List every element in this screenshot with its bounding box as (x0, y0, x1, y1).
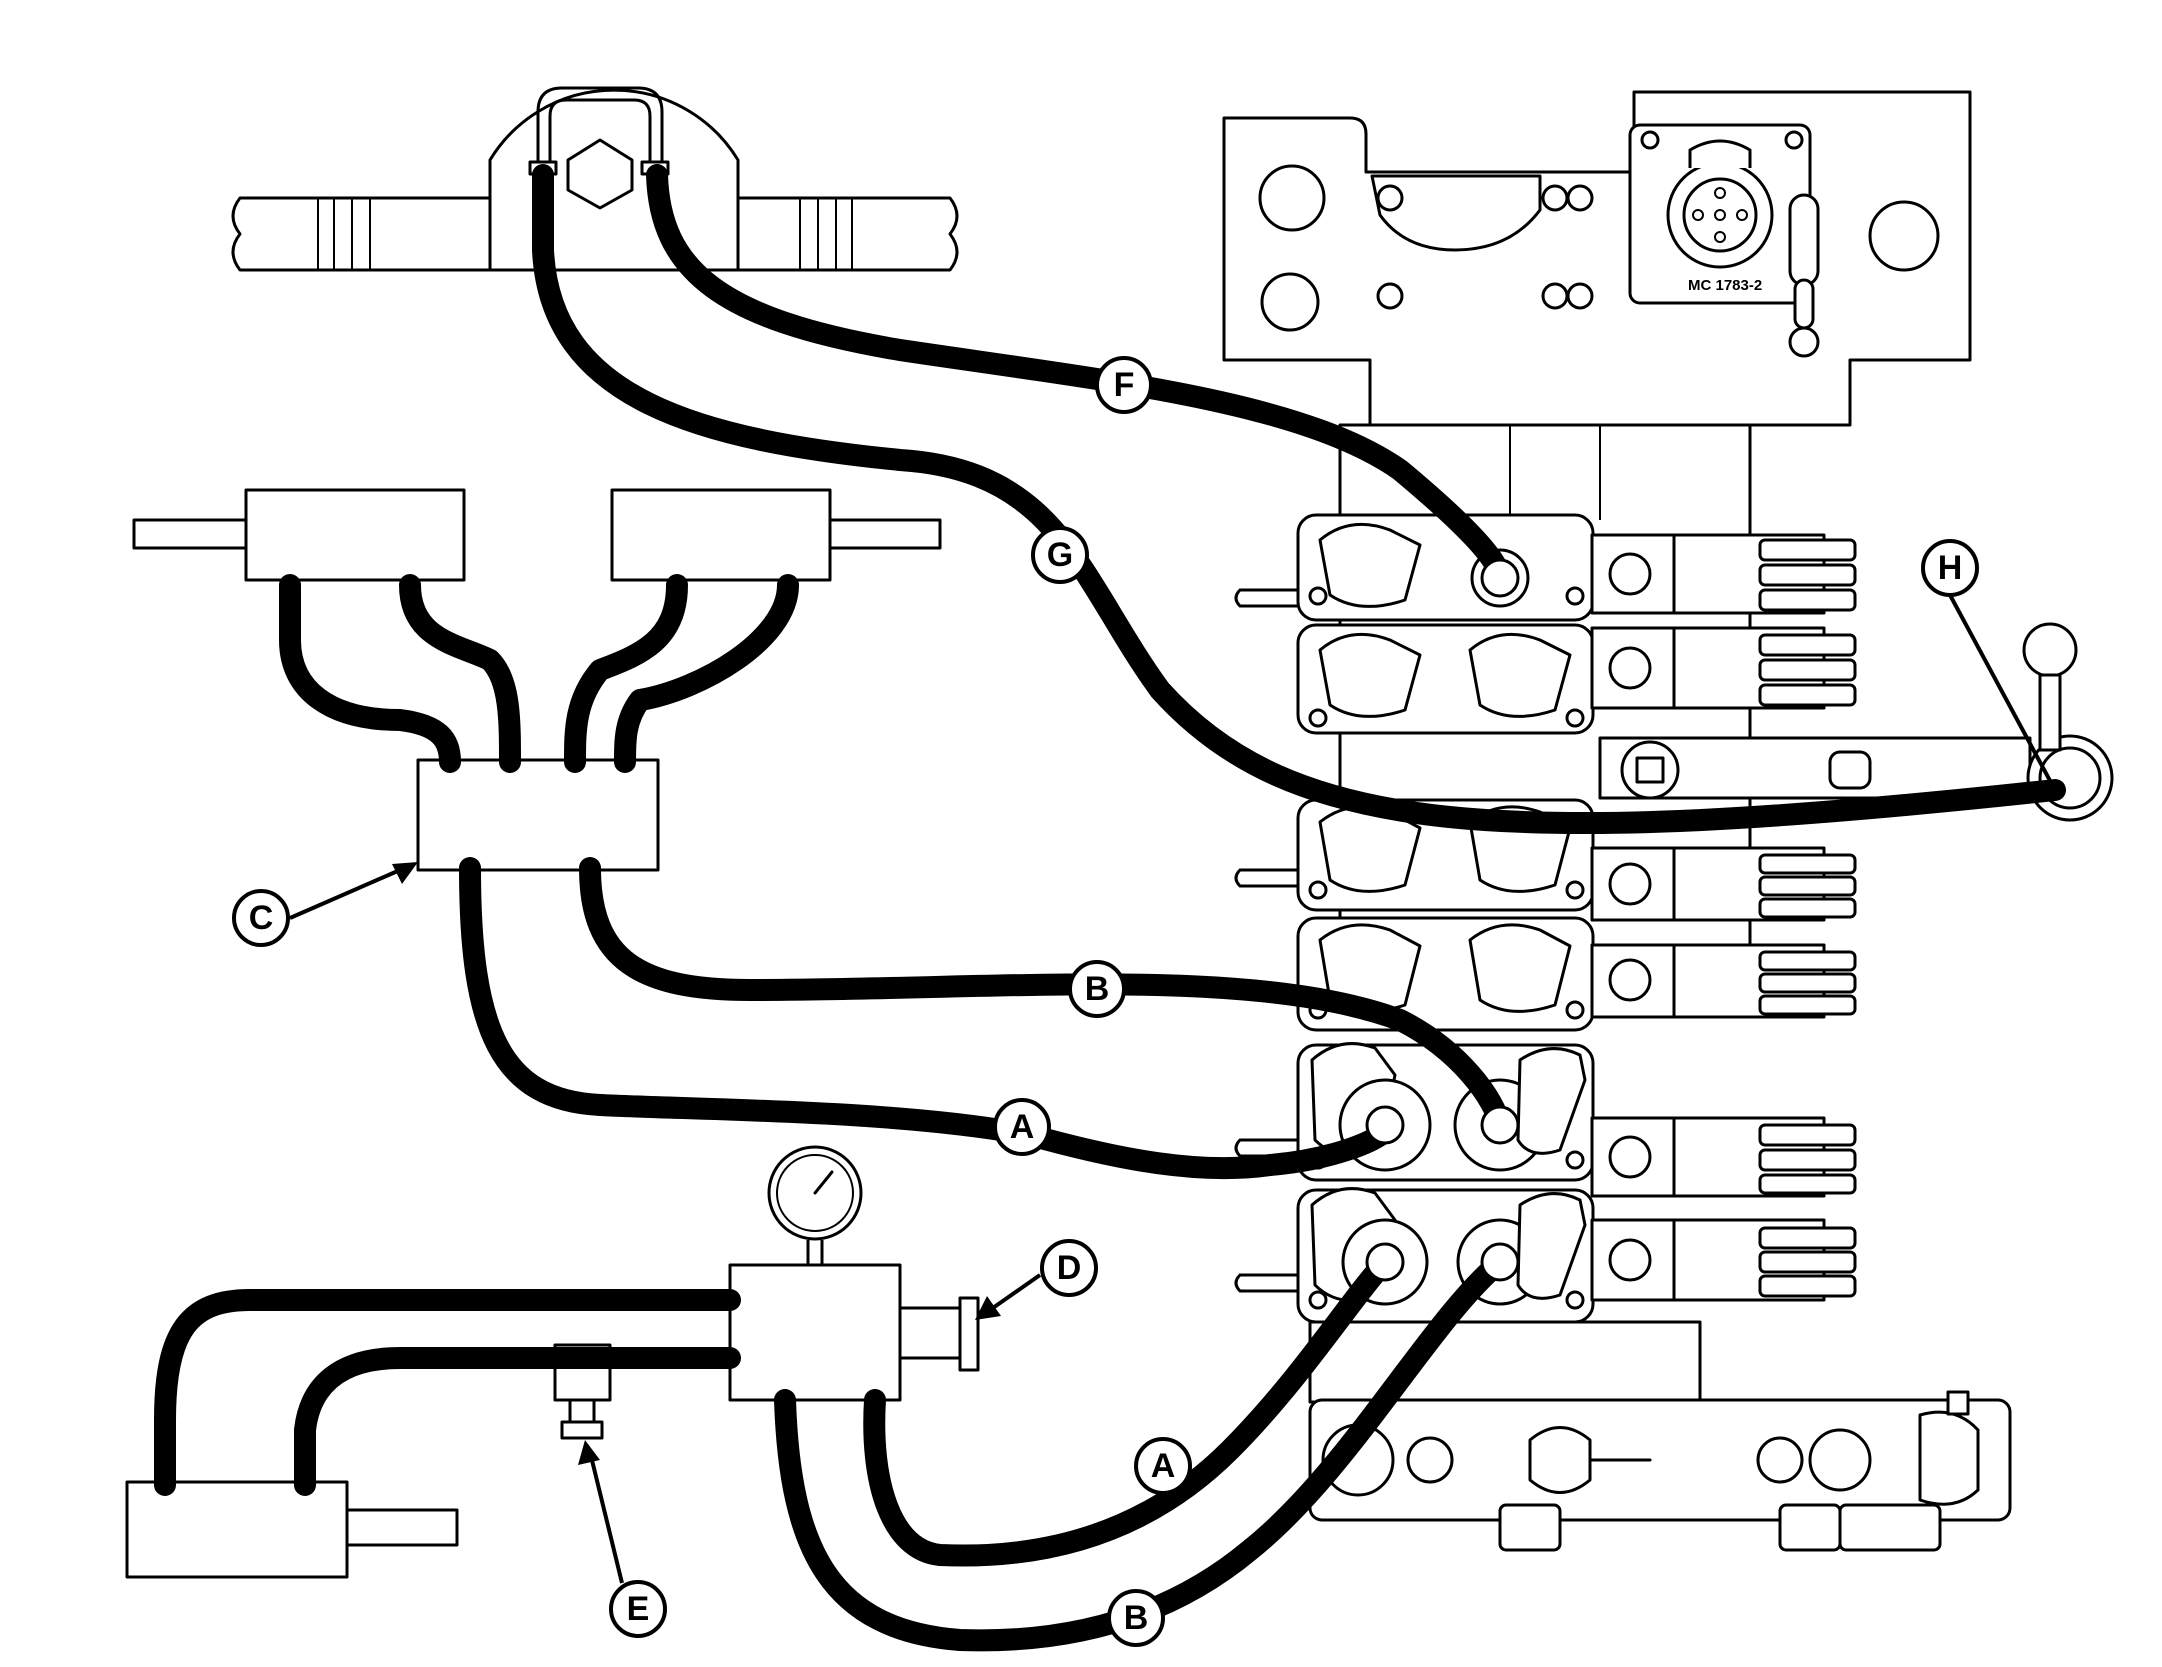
hose-end-fittings (1365, 558, 1520, 1282)
crossover-bar (1598, 622, 2114, 822)
callout-d-label: D (1057, 1249, 1082, 1287)
callout-c-label: C (249, 899, 274, 937)
callout-b-upper-label: B (1085, 970, 1110, 1008)
valve-section-2 (1296, 623, 1857, 735)
callout-leaders (289, 594, 2057, 1584)
flow-divider-block (416, 758, 660, 872)
callout-f-label: F (1114, 366, 1135, 404)
callout-h: H (1921, 539, 1979, 597)
test-pump (125, 1480, 349, 1579)
callout-f: F (1095, 356, 1153, 414)
callout-h-label: H (1938, 549, 1963, 587)
lower-manifold (1308, 1320, 2012, 1552)
valve-mounting-plate: MC 1783-2 (1222, 90, 1972, 427)
valve-section-6 (1234, 1187, 1857, 1324)
valve-stack (1234, 423, 2114, 1552)
callout-e-label: E (627, 1590, 650, 1628)
callout-b-lower: B (1107, 1589, 1165, 1647)
left-cylinders (132, 488, 942, 582)
callout-d: D (1040, 1239, 1098, 1297)
valve-section-5 (1234, 1042, 1857, 1198)
callout-a-lower-label: A (1151, 1447, 1176, 1485)
callout-e: E (609, 1580, 667, 1638)
callout-c: C (232, 889, 290, 947)
valve-section-1 (1234, 513, 1857, 622)
callout-a-upper: A (993, 1098, 1051, 1156)
cylinder-bracket (231, 86, 959, 272)
callout-a-upper-label: A (1010, 1108, 1035, 1146)
load-valve-handle (958, 1296, 980, 1372)
valve-plate-marking: MC 1783-2 (1688, 277, 1762, 294)
flowmeter-block (728, 1263, 902, 1402)
test-rig (125, 1145, 980, 1579)
callout-b-lower-label: B (1124, 1599, 1149, 1637)
callout-g-label: G (1047, 536, 1073, 574)
callout-g: G (1031, 526, 1089, 584)
callout-b-upper: B (1068, 960, 1126, 1018)
callout-a-lower: A (1134, 1437, 1192, 1495)
